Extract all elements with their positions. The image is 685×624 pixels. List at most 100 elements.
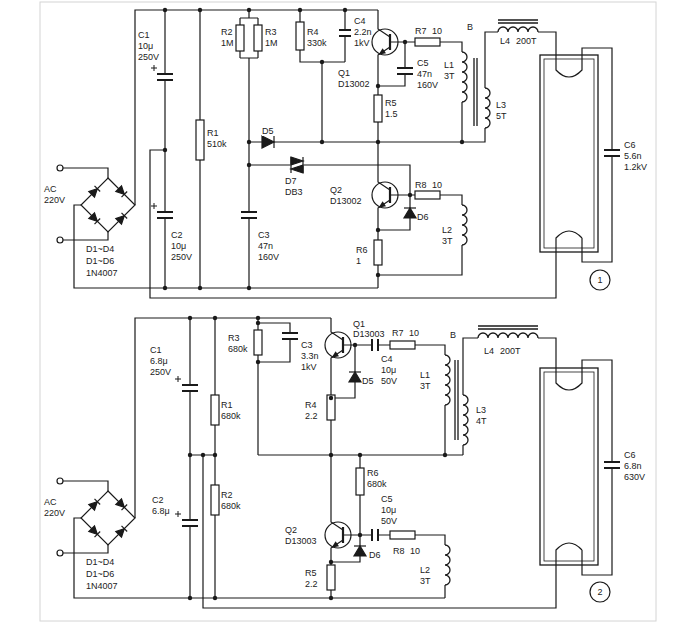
transistor-symbol [325, 332, 351, 358]
resistor-symbol [390, 341, 415, 349]
component-label: 10 [410, 546, 420, 556]
transistor-symbol [372, 182, 398, 208]
component-label: 3.3n [301, 351, 319, 361]
wire [556, 48, 612, 262]
component-label: C6 [624, 140, 636, 150]
terminal [57, 165, 63, 556]
diode-symbol [116, 186, 127, 197]
component-label: Q2 [285, 525, 297, 535]
diode-symbol [122, 192, 128, 198]
component-label: R2 [221, 490, 233, 500]
component-label: C3 [301, 340, 313, 350]
transistor-symbol [342, 527, 344, 543]
resistor-symbol [254, 330, 262, 355]
component-label: C4 [381, 354, 393, 364]
component-label: 510k [207, 139, 227, 149]
wire [331, 318, 445, 455]
component-label: 330k [307, 38, 327, 48]
component-label: 250V [150, 367, 171, 377]
inductor-coil [474, 20, 538, 126]
diode-symbol [122, 505, 128, 511]
component-label: 3T [420, 576, 431, 586]
wire [190, 318, 556, 608]
wire [485, 32, 556, 88]
wire [63, 10, 612, 608]
junction-dot [376, 84, 380, 88]
component-label: 47n [417, 69, 432, 79]
component-label: 10μ [171, 241, 186, 251]
component-label: 50V [381, 376, 397, 386]
component-label: R5 [385, 98, 397, 108]
component-label: C1 [138, 30, 150, 40]
component-label: R3 [265, 27, 277, 37]
component-label: 10 [409, 328, 419, 338]
component-label: 1M [265, 38, 278, 48]
component-label: C4 [354, 16, 366, 26]
diode-symbol [291, 157, 303, 173]
component-label: L3 [476, 405, 486, 415]
component-label: 220V [44, 508, 65, 518]
diode-symbol [89, 213, 100, 224]
diode-symbol [404, 208, 416, 218]
diode-symbol [262, 136, 274, 148]
component-label: 2.2n [354, 27, 372, 37]
diode-symbol [116, 213, 127, 224]
component-label: 250V [171, 252, 192, 262]
capacitor-symbol [182, 333, 620, 541]
diode-symbol [349, 372, 361, 382]
component-label: 5.6n [624, 151, 642, 161]
component-label: D1~D6 [86, 569, 114, 579]
component-label: D13003 [353, 329, 385, 339]
junction-dot [188, 596, 192, 600]
diode-symbol [354, 546, 366, 556]
terminal [57, 165, 63, 171]
fluorescent-tube [540, 368, 598, 565]
resistor-symbol [211, 395, 219, 425]
component-label: 10 [432, 180, 442, 190]
junction-dot [460, 140, 464, 144]
component-label: 6.8n [624, 461, 642, 471]
component-label: C5 [381, 494, 393, 504]
callout-number: 2 [597, 587, 602, 597]
component-label: 680k [367, 479, 387, 489]
resistor-symbol [236, 25, 244, 51]
component-label: 1N4007 [86, 581, 118, 591]
diode-symbol [89, 499, 100, 510]
component-label: 160V [417, 80, 438, 90]
diode-symbol [95, 499, 101, 505]
inductor-coil [485, 88, 490, 128]
component-label: R8 [415, 180, 427, 190]
component-label: 6.8μ [152, 506, 170, 516]
transistor-symbol [389, 187, 391, 203]
capacitor-symbol [157, 30, 620, 541]
component-label: R7 [392, 328, 404, 338]
polarity-mark [151, 65, 181, 517]
component-label: 47n [258, 241, 273, 251]
terminal [57, 478, 63, 484]
component-label: R2 [221, 27, 233, 37]
component-label: 3T [442, 236, 453, 246]
junction-dot [298, 8, 302, 12]
component-label: Q1 [338, 68, 350, 78]
junction-dot [408, 193, 412, 197]
component-label: 2.2 [305, 579, 318, 589]
diode-symbol [95, 532, 101, 538]
transistor-symbol [330, 48, 386, 550]
fluorescent-tube [544, 59, 594, 248]
component-label: 1.2kV [624, 162, 647, 172]
component-label: C1 [150, 345, 162, 355]
inductor-coil [455, 326, 538, 440]
junction-dot [213, 453, 217, 457]
diode-symbol [89, 499, 100, 510]
resistor-symbol [390, 531, 415, 539]
junction-dot [329, 453, 333, 457]
component-label: 220V [44, 195, 65, 205]
component-label: B [450, 330, 456, 340]
wire [81, 491, 135, 545]
component-label: 10μ [381, 505, 396, 515]
component-label: 2.2 [305, 411, 318, 421]
component-label: L2 [442, 225, 452, 235]
transistor-symbol [325, 29, 398, 550]
component-label: Q1 [353, 319, 365, 329]
